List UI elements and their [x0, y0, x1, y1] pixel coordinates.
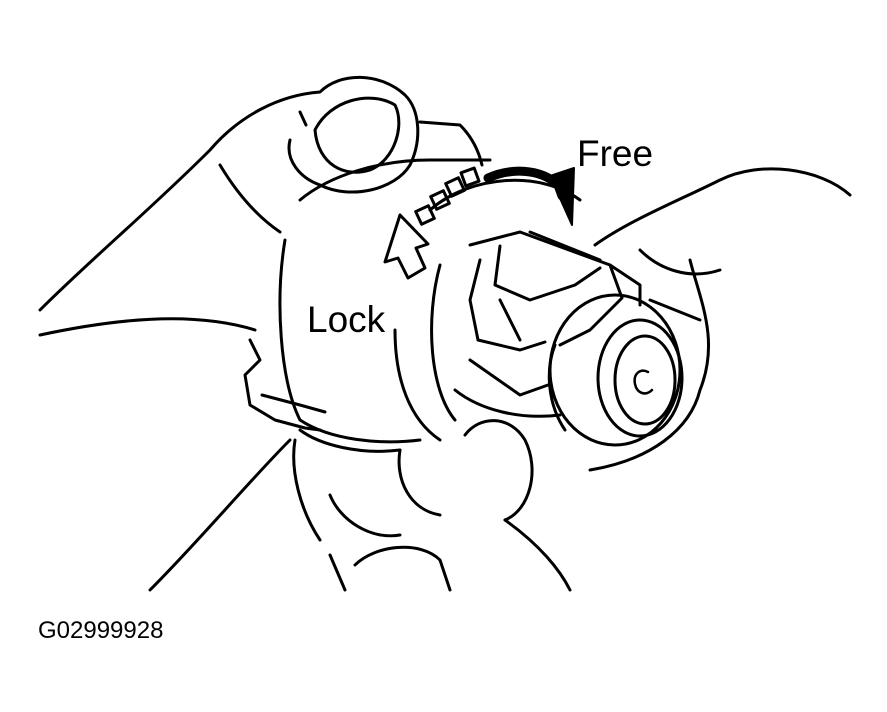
gear-ridge — [528, 230, 602, 262]
lock-label: Lock — [307, 299, 386, 340]
figure-code: G02999928 — [38, 617, 164, 644]
lower-finger-2 — [397, 448, 442, 517]
lower-finger-3 — [328, 493, 402, 538]
gear-tooth-4 — [468, 358, 550, 397]
housing-body-left — [278, 238, 422, 444]
lower-finger-4 — [292, 438, 322, 542]
right-hand-outline — [593, 167, 852, 247]
left-hand-lower — [38, 317, 257, 337]
end-cap-ring — [596, 318, 684, 438]
marker-square-2 — [429, 189, 451, 211]
gear-tooth-5 — [498, 298, 522, 342]
lock-direction-marks — [383, 166, 481, 280]
lower-fingers — [148, 419, 572, 592]
end-cap-inner — [613, 334, 677, 426]
curved-arrow-head — [549, 167, 575, 226]
housing-lower — [298, 428, 402, 453]
free-label: Free — [577, 133, 654, 174]
marker-square-3 — [444, 176, 466, 198]
end-cap-side — [547, 343, 567, 432]
marker-square-4 — [459, 166, 481, 188]
left-hand — [38, 75, 420, 337]
lower-finger-1 — [463, 419, 534, 522]
housing-side-detail — [260, 393, 327, 414]
left-hand-outline — [38, 75, 420, 312]
c-mark-icon — [633, 369, 654, 395]
lower-finger-5 — [353, 545, 452, 592]
right-hand — [588, 167, 852, 472]
gear-edge — [608, 263, 642, 307]
gear-bottom — [453, 388, 562, 418]
gear-tooth-2 — [493, 244, 602, 302]
marker-square-1 — [414, 204, 436, 226]
housing-top — [298, 158, 492, 202]
lower-finger-8 — [328, 553, 347, 592]
gear-outline — [468, 230, 624, 347]
rotation-arrow — [483, 166, 575, 226]
housing-flange-top — [418, 120, 484, 167]
housing — [243, 120, 582, 453]
left-knuckle — [298, 110, 308, 127]
housing-side-block — [243, 338, 322, 432]
housing-front-ring — [430, 263, 457, 422]
end-cap — [547, 293, 684, 447]
housing-body-mid — [393, 328, 442, 442]
left-hand-crease — [218, 163, 282, 234]
spline-gear — [453, 230, 642, 418]
thumb-nail — [313, 96, 401, 174]
right-hand-palm — [588, 258, 711, 472]
gear-tooth-1 — [468, 258, 482, 342]
gear-tooth-3 — [476, 338, 547, 352]
right-hand-crease — [648, 298, 702, 322]
hollow-arrow-icon — [383, 213, 430, 280]
right-hand-finger — [638, 248, 722, 276]
lower-finger-6 — [148, 438, 292, 592]
lower-finger-7 — [503, 518, 572, 592]
